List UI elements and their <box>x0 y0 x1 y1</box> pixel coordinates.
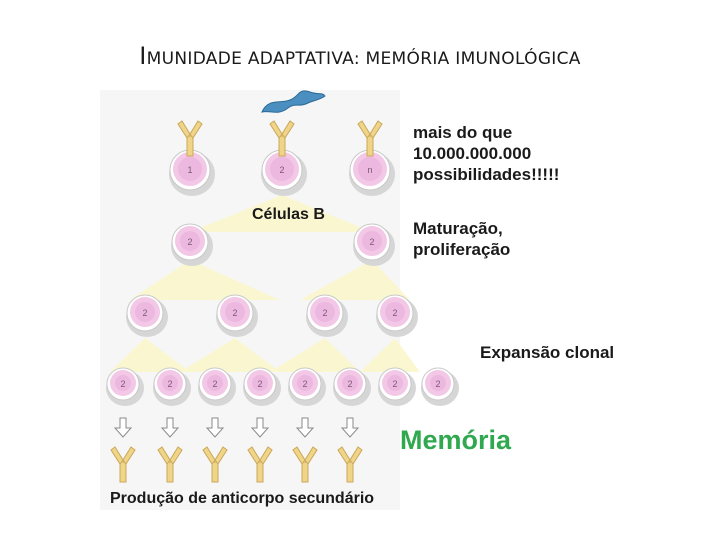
b-cell: 2 <box>216 294 258 337</box>
b-cell: 2 <box>306 294 348 337</box>
secondary-antibody <box>157 446 183 483</box>
possibilities-line-1: mais do que <box>413 123 513 142</box>
maturation-line-2: proliferação <box>413 240 511 259</box>
cells-b-label: Células B <box>252 206 325 223</box>
maturation-annotation: Maturação, proliferação <box>413 218 510 260</box>
b-cell: 1 <box>169 149 215 196</box>
cell-number: 2 <box>232 308 237 318</box>
b-cell: 2 <box>378 367 416 406</box>
cell-number: 2 <box>435 379 440 389</box>
possibilities-line-2: 10.000.000.000 <box>413 144 532 163</box>
b-cell: 2 <box>288 367 326 406</box>
proliferation-fan <box>190 195 372 232</box>
secondary-antibody <box>247 446 273 483</box>
cell-number: 2 <box>257 379 262 389</box>
secondary-antibody <box>337 446 363 483</box>
proliferation-fan <box>300 260 410 300</box>
cell-number: n <box>367 165 372 175</box>
b-cell: 2 <box>421 367 459 406</box>
b-cell: 2 <box>198 367 236 406</box>
secondary-antibody-label: Produção de anticorpo secundário <box>110 490 375 507</box>
proliferation-pyramids <box>110 195 420 372</box>
page-title: IMUNIDADE ADAPTATIVA: MEMÓRIA IMUNOLÓGIC… <box>0 42 720 70</box>
title-initial: I <box>139 42 147 70</box>
cell-number: 2 <box>322 308 327 318</box>
receptor-antibody <box>269 120 295 157</box>
cell-number: 2 <box>347 379 352 389</box>
memory-label: Memória <box>400 425 512 455</box>
down-arrow <box>160 417 180 438</box>
antibodies <box>110 120 383 483</box>
secondary-antibody <box>292 446 318 483</box>
secondary-antibody <box>110 446 136 483</box>
b-cell: 2 <box>353 223 395 266</box>
b-cells: 1 2 n 2 2 2 2 2 2 2 2 2 2 2 2 2 2 <box>106 149 459 406</box>
cell-number: 2 <box>392 308 397 318</box>
b-cell: 2 <box>261 149 307 196</box>
down-arrow <box>113 417 133 438</box>
proliferation-fan <box>130 260 280 300</box>
title-rest: MUNIDADE ADAPTATIVA: MEMÓRIA IMUNOLÓGICA <box>146 49 581 69</box>
receptor-antibody <box>177 120 203 157</box>
b-cell: 2 <box>171 223 213 266</box>
cell-number: 2 <box>279 165 284 175</box>
b-cell: 2 <box>153 367 191 406</box>
cell-number: 2 <box>369 237 374 247</box>
b-cell: 2 <box>106 367 144 406</box>
antigen-worm <box>261 90 326 113</box>
proliferation-fan <box>360 338 420 372</box>
b-cell: n <box>349 149 395 196</box>
clonal-expansion-label: Expansão clonal <box>480 343 615 362</box>
cell-number: 2 <box>142 308 147 318</box>
down-arrow <box>340 417 360 438</box>
possibilities-annotation: mais do que 10.000.000.000 possibilidade… <box>413 122 559 185</box>
proliferation-fan <box>270 338 360 372</box>
down-arrow <box>205 417 225 438</box>
b-cell: 2 <box>126 294 168 337</box>
cell-number: 2 <box>392 379 397 389</box>
b-cell: 2 <box>376 294 418 337</box>
maturation-line-1: Maturação, <box>413 219 503 238</box>
proliferation-fan <box>180 338 280 372</box>
cell-number: 2 <box>167 379 172 389</box>
cell-number: 2 <box>212 379 217 389</box>
b-cell: 2 <box>243 367 281 406</box>
b-cell: 2 <box>333 367 371 406</box>
cell-number: 2 <box>187 237 192 247</box>
proliferation-fan <box>110 338 190 372</box>
secondary-antibody <box>202 446 228 483</box>
down-arrow <box>250 417 270 438</box>
possibilities-line-3: possibilidades!!!!! <box>413 165 560 184</box>
cell-number: 1 <box>187 165 192 175</box>
down-arrows <box>113 417 360 438</box>
down-arrow <box>295 417 315 438</box>
cell-number: 2 <box>302 379 307 389</box>
receptor-antibody <box>357 120 383 157</box>
cell-number: 2 <box>120 379 125 389</box>
